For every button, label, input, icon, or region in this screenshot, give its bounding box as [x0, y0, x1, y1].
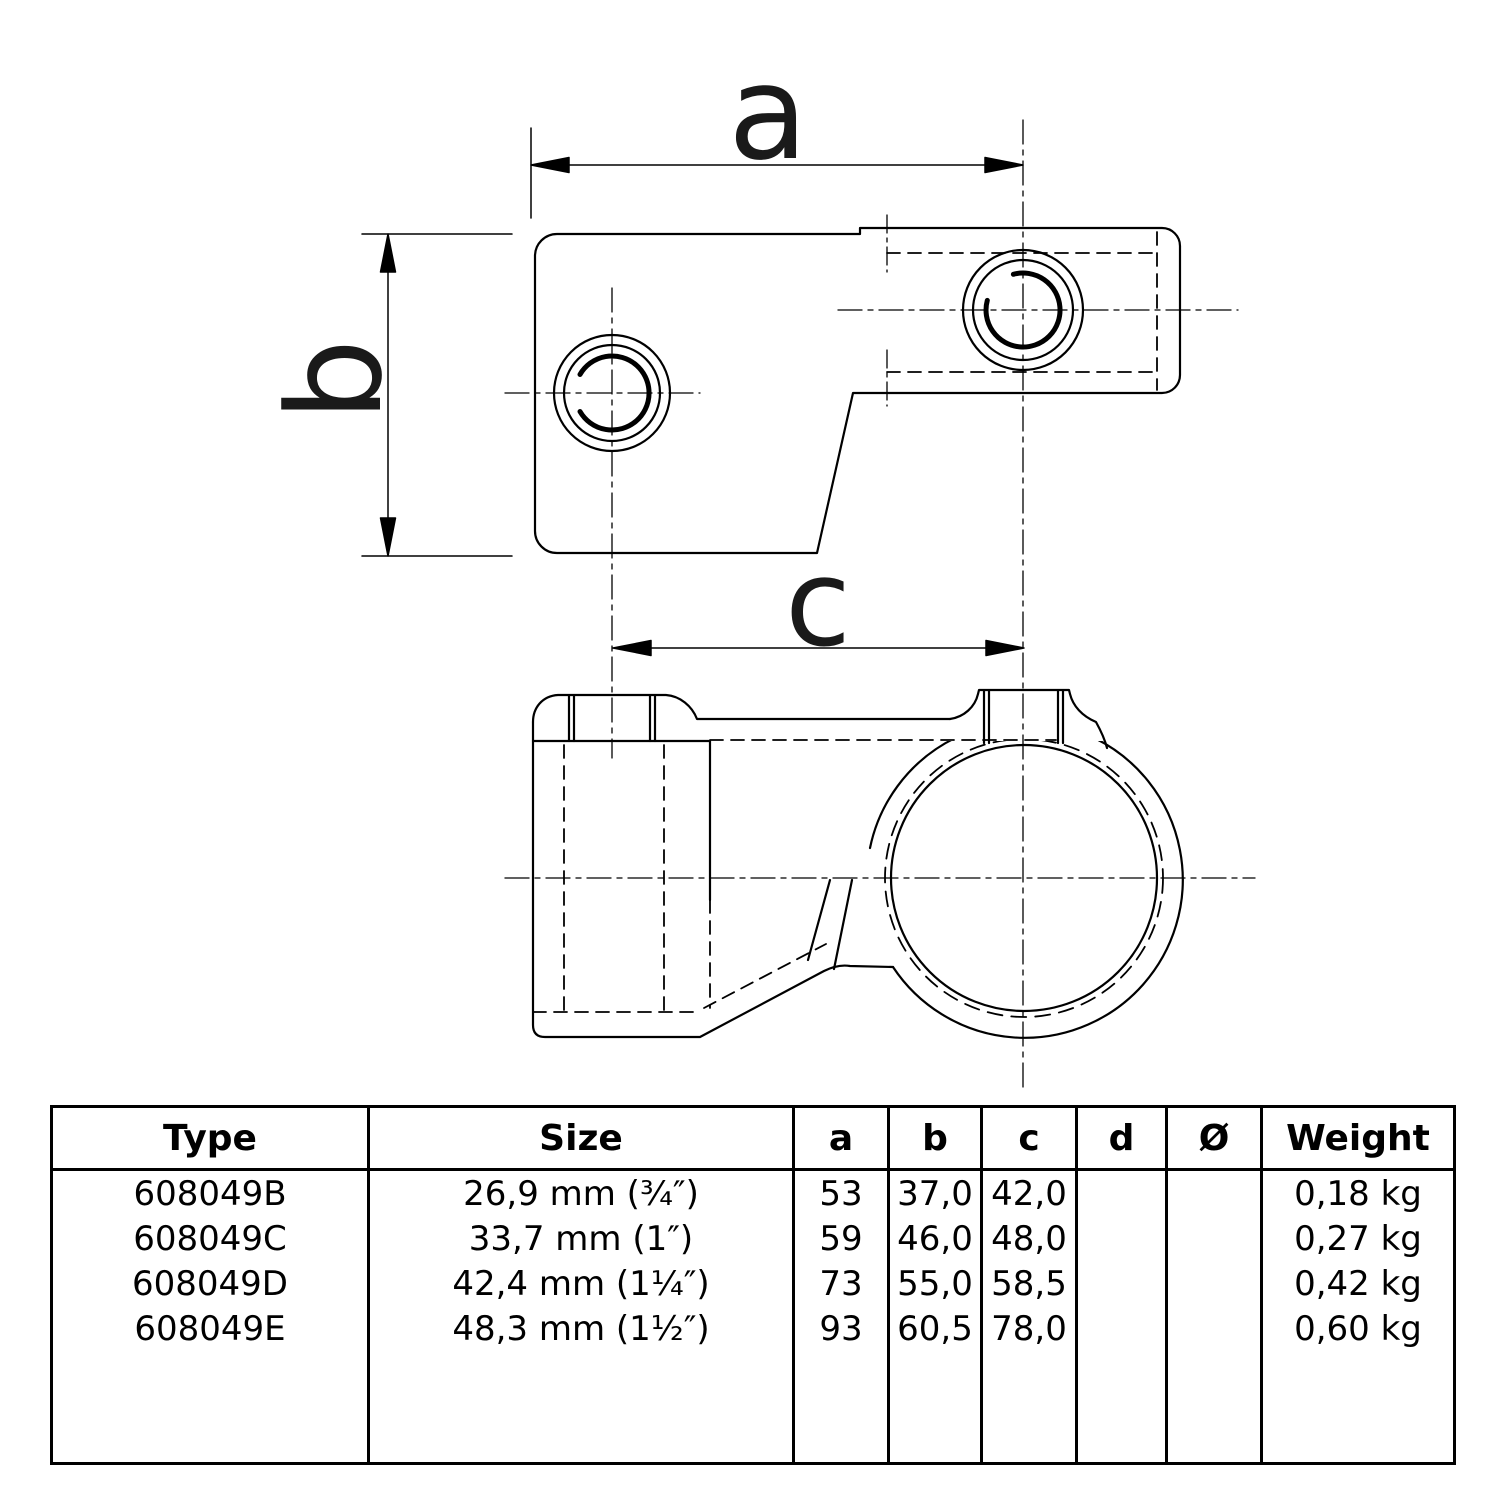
fitting-drawing: a b c [259, 37, 1256, 1093]
cell-b: 55,0 [887, 1261, 982, 1306]
cell-weight: 0,18 kg [1260, 1169, 1455, 1216]
plan-body-outline [533, 226, 1182, 555]
cell-type: 608049C [133, 1218, 287, 1259]
dimensions: a b c [259, 37, 1025, 674]
table-row: 608049C 33,7 mm (1″) 59 46,0 48,0 0,27 k… [52, 1216, 1455, 1261]
cell-c: 78,0 [980, 1306, 1077, 1351]
table-row: 608049D 42,4 mm (1¼″) 73 55,0 58,5 0,42 … [52, 1261, 1455, 1306]
dimension-a-label: a [728, 37, 808, 189]
cell-b: 46,0 [887, 1216, 982, 1261]
dimension-b [361, 233, 513, 557]
cell-c: 42,0 [980, 1169, 1077, 1216]
cell-c: 58,5 [980, 1261, 1077, 1306]
col-header-weight: Weight [1260, 1106, 1455, 1171]
cell-diameter [1165, 1306, 1262, 1351]
plan-hidden-lines [886, 231, 1158, 391]
ring-boss-mask [940, 686, 1108, 741]
col-header-a: a [792, 1106, 889, 1171]
spec-table: Type Size a b c d Ø Weight 608049B 26,9 … [50, 1105, 1456, 1465]
cell-type: 608049E [134, 1308, 286, 1349]
dimension-c-label: c [785, 535, 851, 674]
cell-diameter [1165, 1261, 1262, 1306]
col-header-type: Type [51, 1106, 369, 1171]
plan-centerlines [504, 309, 1239, 394]
side-view [504, 119, 1256, 1093]
cell-a: 53 [792, 1169, 889, 1216]
spec-table-header-row: Type Size a b c d Ø Weight [51, 1106, 1455, 1171]
cell-a: 73 [792, 1261, 889, 1306]
dimension-b-label: b [259, 339, 411, 422]
cell-a: 93 [792, 1306, 889, 1351]
dimension-c [612, 639, 1025, 657]
cell-size: 26,9 mm (¾″) [367, 1169, 794, 1216]
side-hidden-lines [532, 739, 1057, 1013]
cell-size: 33,7 mm (1″) [367, 1216, 794, 1261]
plan-right-hole-thread [983, 270, 1063, 350]
ring-outer [868, 720, 1184, 1039]
table-row: 608049B 26,9 mm (¾″) 53 37,0 42,0 0,18 k… [52, 1169, 1455, 1216]
table-row: 608049E 48,3 mm (1½″) 93 60,5 78,0 0,60 … [52, 1306, 1455, 1351]
cell-c: 48,0 [980, 1216, 1077, 1261]
cell-type: 608049D [132, 1263, 288, 1304]
col-header-size: Size [367, 1106, 794, 1171]
table-filler-row [52, 1351, 1455, 1464]
cell-a: 59 [792, 1216, 889, 1261]
side-centerlines [504, 119, 1256, 1093]
cell-diameter [1165, 1169, 1262, 1216]
plan-view [504, 214, 1239, 555]
cell-d [1075, 1261, 1167, 1306]
cell-type: 608049B [133, 1173, 287, 1214]
cell-size: 42,4 mm (1¼″) [367, 1261, 794, 1306]
dimension-a [530, 127, 1024, 219]
socket [531, 693, 952, 1039]
col-header-b: b [887, 1106, 982, 1171]
cell-d [1075, 1306, 1167, 1351]
cell-d [1075, 1169, 1167, 1216]
col-header-d: d [1075, 1106, 1167, 1171]
cell-weight: 0,42 kg [1260, 1261, 1455, 1306]
cell-weight: 0,60 kg [1260, 1306, 1455, 1351]
cell-weight: 0,27 kg [1260, 1216, 1455, 1261]
col-header-c: c [980, 1106, 1077, 1171]
col-header-diameter: Ø [1165, 1106, 1262, 1171]
cell-size: 48,3 mm (1½″) [367, 1306, 794, 1351]
cell-d [1075, 1216, 1167, 1261]
cell-b: 37,0 [887, 1169, 982, 1216]
ring-boss [948, 688, 1109, 750]
cell-b: 60,5 [887, 1306, 982, 1351]
cell-diameter [1165, 1216, 1262, 1261]
